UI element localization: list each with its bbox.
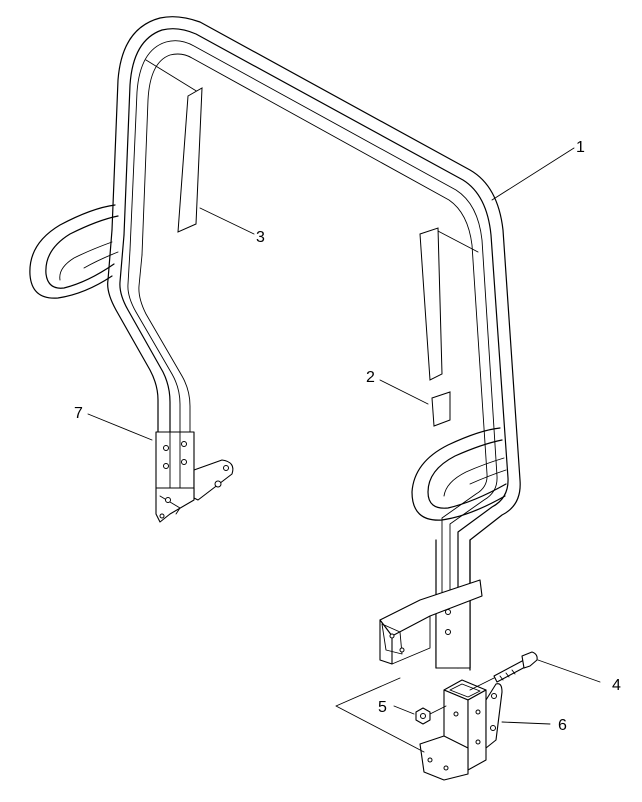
alignment-line-nut <box>429 705 447 715</box>
leader-line-5 <box>393 705 415 715</box>
callout-label-5: 5 <box>378 699 387 716</box>
callout-label-2: 2 <box>366 369 375 386</box>
callout-labels: 1 2 3 4 5 6 7 <box>74 139 621 734</box>
roll-bar-frame <box>29 16 521 671</box>
leader-lines <box>87 147 601 725</box>
callout-label-4: 4 <box>612 677 621 694</box>
leader-line-1 <box>491 147 575 201</box>
decal-long <box>177 87 203 233</box>
nut <box>415 707 431 725</box>
leader-line-2 <box>379 379 429 405</box>
alignment-line-bolt <box>469 677 495 691</box>
callout-label-7: 7 <box>74 405 83 422</box>
left-mount-bracket <box>155 431 234 523</box>
callout-label-1: 1 <box>576 139 585 156</box>
leader-line-4 <box>537 659 601 683</box>
callout-label-3: 3 <box>256 229 265 246</box>
leader-line-6 <box>501 721 551 725</box>
bolt <box>493 651 538 683</box>
alignment-line-bracket <box>335 677 425 753</box>
right-mount-bracket <box>419 679 503 781</box>
decal-tall <box>419 227 443 381</box>
leader-line-7 <box>87 413 153 441</box>
callout-label-6: 6 <box>558 717 567 734</box>
leader-line-3 <box>199 207 255 235</box>
decal-small <box>431 391 451 427</box>
